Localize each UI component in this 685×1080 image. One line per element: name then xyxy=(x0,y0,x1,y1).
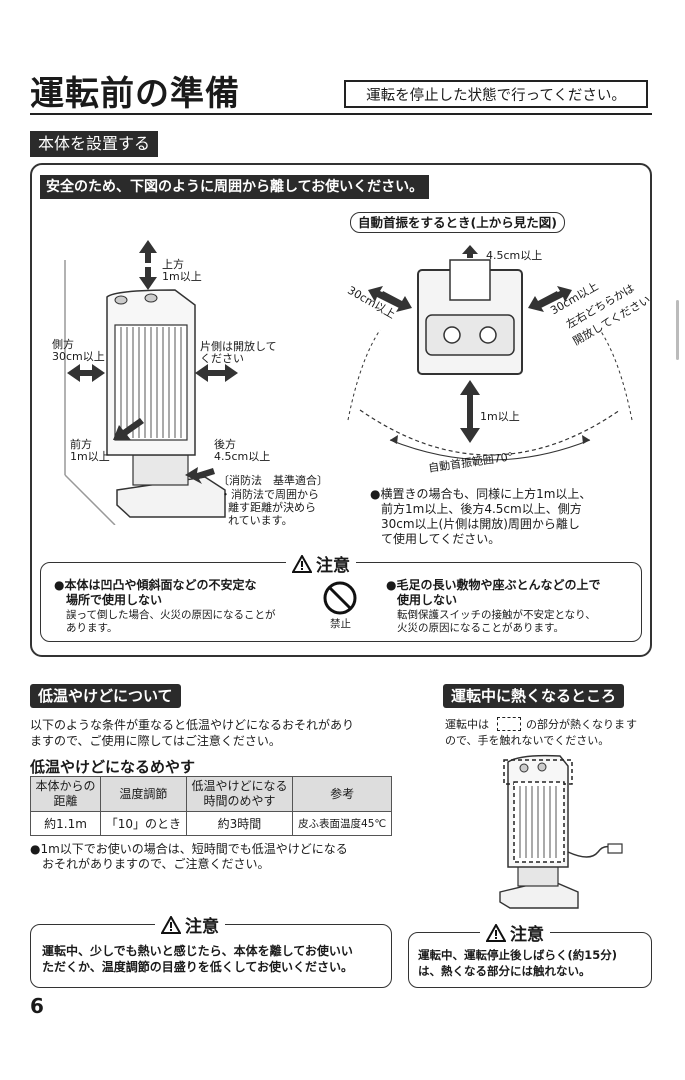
low-temp-heading: 低温やけどについて xyxy=(30,684,181,708)
col-distance: 本体からの距離 xyxy=(29,776,102,812)
fire-law-line1: ・消防法で周囲から xyxy=(220,488,319,501)
label-back-a: 後方 xyxy=(214,438,236,451)
hot-parts-caution-b: は、熱くなる部分には触れない。 xyxy=(418,964,591,978)
caution-left-a: ●本体は凹凸や傾斜面などの不安定な xyxy=(54,578,257,592)
fire-law-title: 〔消防法 基準適合〕 xyxy=(218,474,328,487)
table-header-row: 本体からの距離 温度調節 低温やけどになる時間のめやす 参考 xyxy=(29,776,392,812)
warning-icon xyxy=(161,915,181,934)
low-temp-note-a: ●1m以下でお使いの場合は、短時間でも低温やけどになる xyxy=(30,842,348,856)
label-front-a: 前方 xyxy=(70,438,92,451)
page-title: 運転前の準備 xyxy=(30,74,240,114)
low-temp-intro-b: ますので、ご使用に際してはご注意ください。 xyxy=(30,734,281,748)
install-panel xyxy=(30,163,652,657)
swing-front-label: 1m以上 xyxy=(480,410,520,423)
low-temp-intro-a: 以下のような条件が重なると低温やけどになるおそれがあり xyxy=(30,718,355,732)
swing-title: 自動首振をするとき(上から見た図) xyxy=(350,212,565,233)
label-side-a: 側方 xyxy=(52,338,74,351)
col-reference: 参考 xyxy=(292,776,392,812)
hot-parts-caution-title: 注意 xyxy=(480,920,550,945)
label-top-a: 上方 xyxy=(162,258,184,271)
caution-right-a: ●毛足の長い敷物や座ぶとんなどの上で xyxy=(386,578,601,592)
page-number: 6 xyxy=(30,994,44,1018)
low-temp-subheading: 低温やけどになるめやす xyxy=(30,758,196,776)
horizontal-note-1: ●横置きの場合も、同様に上方1m以上、 xyxy=(370,487,592,501)
title-rule xyxy=(30,113,652,115)
caution-left-d: あります。 xyxy=(66,622,118,634)
label-side-b: 30cm以上 xyxy=(52,350,105,363)
heater-hot-parts-illustration xyxy=(499,754,623,909)
low-temp-note-b: おそれがありますので、ご注意ください。 xyxy=(42,857,270,871)
heater-clearance-illustration xyxy=(64,240,238,525)
hot-parts-caution-a: 運転中、運転停止後しばらく(約15分) xyxy=(418,948,618,962)
hot-parts-heading: 運転中に熱くなるところ xyxy=(443,684,625,708)
hot-parts-caution-title-text: 注意 xyxy=(510,925,544,945)
install-caution-title: 注意 xyxy=(286,551,356,576)
low-temp-caution-title-text: 注意 xyxy=(185,917,219,937)
cell-distance: 約1.1m xyxy=(29,811,102,836)
horizontal-note-3: 30cm以上(片側は開放)周囲から離し xyxy=(381,517,580,531)
prohibit-label: 禁止 xyxy=(330,618,351,630)
low-temp-caution-a: 運転中、少しでも熱いと感じたら、本体を離してお使いい xyxy=(42,944,353,958)
label-open-b: ください xyxy=(200,352,244,365)
install-caution-title-text: 注意 xyxy=(316,556,350,576)
prohibit-icon xyxy=(323,581,357,615)
caution-right-c: 転倒保護スイッチの接触が不安定となり、 xyxy=(397,609,596,621)
warning-icon xyxy=(486,923,506,942)
caution-left-c: 誤って倒した場合、火災の原因になることが xyxy=(66,609,276,621)
col-time: 低温やけどになる時間のめやす xyxy=(185,776,294,812)
table-row: 約1.1m 「10」のとき 約3時間 皮ふ表面温度45℃ xyxy=(29,811,392,836)
fire-law-line2: 離す距離が決めら xyxy=(228,501,316,514)
low-temp-table: 本体からの距離 温度調節 低温やけどになる時間のめやす 参考 約1.1m 「10… xyxy=(29,776,392,836)
label-open-a: 片側は開放して xyxy=(200,340,277,353)
label-back-b: 4.5cm以上 xyxy=(214,450,271,463)
cell-time: 約3時間 xyxy=(185,811,294,836)
scrollbar-thumb[interactable] xyxy=(676,300,679,360)
horizontal-note-4: て使用してください。 xyxy=(381,532,501,546)
cell-temp-setting: 「10」のとき xyxy=(100,811,187,836)
fire-law-line3: れています。 xyxy=(228,514,293,527)
hot-parts-desc-d: ので、手を触れないでください。 xyxy=(445,734,610,747)
label-top-b: 1m以上 xyxy=(162,270,202,283)
hot-parts-desc-a: 運転中は xyxy=(445,718,489,731)
hot-parts-desc-b: の部分が熱くなりま xyxy=(526,718,625,731)
hot-parts-desc-c: す xyxy=(626,718,637,731)
col-temp-setting: 温度調節 xyxy=(100,776,187,812)
caution-left-b: 場所で使用しない xyxy=(66,593,163,607)
title-note: 運転を停止した状態で行ってください。 xyxy=(344,80,648,108)
low-temp-caution-b: ただくか、温度調節の目盛りを低くしてお使いください。 xyxy=(42,960,354,974)
horizontal-note-2: 前方1m以上、後方4.5cm以上、側方 xyxy=(381,502,582,516)
swing-top-view-diagram xyxy=(347,245,633,461)
install-heading: 本体を設置する xyxy=(30,131,159,157)
hot-area-marker-icon xyxy=(497,717,521,731)
warning-icon xyxy=(292,554,312,573)
cell-reference: 皮ふ表面温度45℃ xyxy=(292,811,392,836)
label-front-b: 1m以上 xyxy=(70,450,110,463)
low-temp-caution-title: 注意 xyxy=(155,912,225,937)
swing-back-label: 4.5cm以上 xyxy=(486,249,543,262)
caution-right-d: 火災の原因になることがあります。 xyxy=(397,622,564,634)
caution-right-b: 使用しない xyxy=(397,593,458,607)
safety-banner: 安全のため、下図のように周囲から離してお使いください。 xyxy=(40,175,430,199)
